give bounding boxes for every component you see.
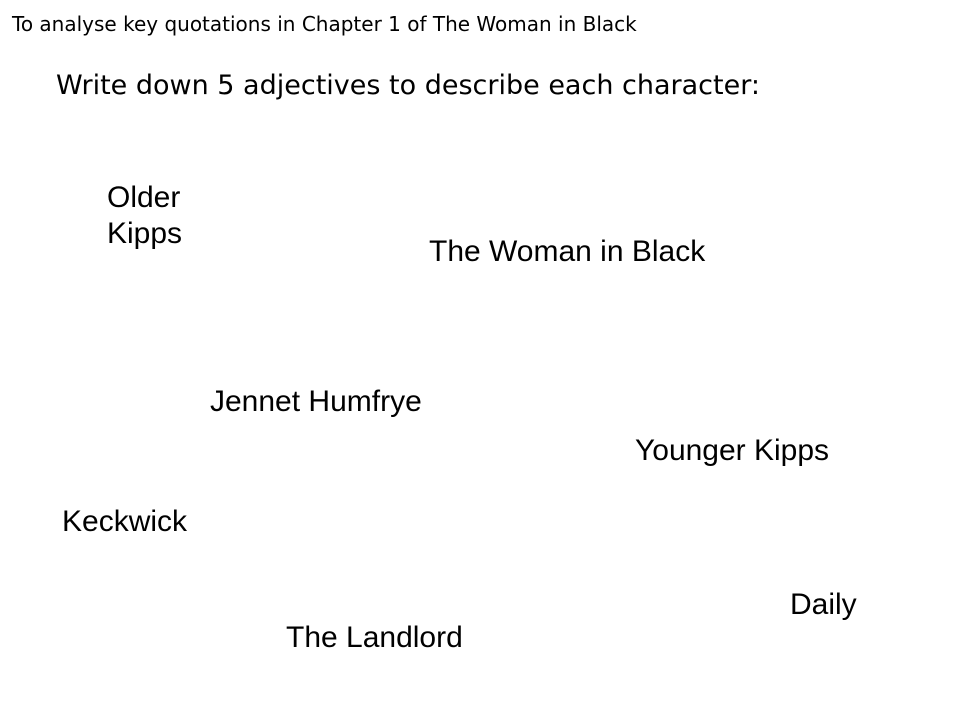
character-daily: Daily — [790, 588, 857, 621]
character-younger-kipps: Younger Kipps — [635, 434, 830, 467]
character-landlord: The Landlord — [286, 621, 463, 654]
character-jennet-humfrye: Jennet Humfrye — [210, 385, 422, 418]
lesson-objective: To analyse key quotations in Chapter 1 o… — [12, 12, 637, 36]
task-instruction: Write down 5 adjectives to describe each… — [56, 70, 760, 101]
character-woman-in-black: The Woman in Black — [429, 235, 706, 268]
character-older-kipps: Older Kipps — [107, 181, 183, 250]
character-keckwick: Keckwick — [62, 505, 188, 538]
